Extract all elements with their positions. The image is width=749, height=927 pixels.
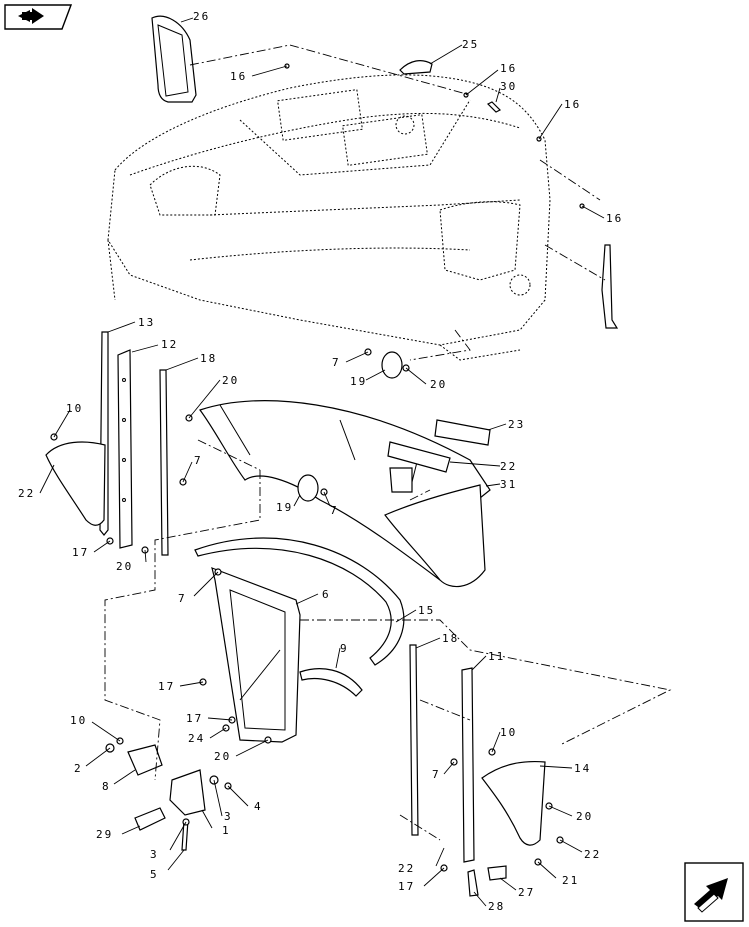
- callout-31: 31: [500, 478, 517, 491]
- side-panel-right: [481, 760, 546, 846]
- seal-strip-left: [159, 369, 169, 556]
- callout-11: 11: [488, 650, 505, 663]
- callout-7e: 7: [432, 768, 441, 781]
- callout-8: 8: [102, 780, 111, 793]
- support-frame: [211, 567, 301, 743]
- roof-lamp: [399, 60, 433, 75]
- callout-17d: 17: [398, 880, 415, 893]
- bracket-1: [169, 769, 206, 816]
- callout-18a: 18: [200, 352, 217, 365]
- clip-27: [487, 865, 507, 881]
- callout-16c: 16: [564, 98, 581, 111]
- callout-10b: 10: [500, 726, 517, 739]
- callout-22d: 22: [584, 848, 601, 861]
- side-gasket-strip: [601, 244, 619, 329]
- callout-20d: 20: [214, 750, 231, 763]
- callout-16a: 16: [230, 70, 247, 83]
- next-arrow-icon: [684, 862, 744, 922]
- callout-12: 12: [161, 338, 178, 351]
- callout-10a: 10: [66, 402, 83, 415]
- back-button[interactable]: [4, 4, 73, 30]
- callout-3a: 3: [224, 810, 233, 823]
- callout-6: 6: [322, 588, 331, 601]
- callout-labels: 26 25 16 16 30 16 16 13 12 18 7 19 20 20…: [18, 10, 623, 913]
- callout-5: 5: [150, 868, 159, 881]
- rubber-mount-mid: [297, 474, 319, 502]
- callout-15: 15: [418, 604, 435, 617]
- callout-27: 27: [518, 886, 535, 899]
- side-window-gasket: [151, 15, 197, 103]
- plate-9: [299, 668, 363, 697]
- callout-28: 28: [488, 900, 505, 913]
- callout-16d: 16: [606, 212, 623, 225]
- latch-8: [127, 744, 163, 776]
- callout-10c: 10: [70, 714, 87, 727]
- bracket-22: [387, 441, 451, 473]
- side-panel-left: [45, 441, 106, 526]
- callout-7d: 7: [178, 592, 187, 605]
- callout-25: 25: [462, 38, 479, 51]
- callout-24: 24: [188, 732, 205, 745]
- callout-14: 14: [574, 762, 591, 775]
- striker-29: [134, 807, 166, 831]
- callout-20b: 20: [222, 374, 239, 387]
- curved-seal: [194, 537, 405, 666]
- callout-17b: 17: [158, 680, 175, 693]
- callout-16b: 16: [500, 62, 517, 75]
- callout-1: 1: [222, 824, 231, 837]
- front-grille-shell: [199, 400, 491, 588]
- callout-22a: 22: [18, 487, 35, 500]
- callout-13: 13: [138, 316, 155, 329]
- callout-2: 2: [74, 762, 83, 775]
- callout-7a: 7: [332, 356, 341, 369]
- rubber-mount-top: [381, 351, 403, 379]
- bracket-23: [434, 419, 491, 446]
- callout-23: 23: [508, 418, 525, 431]
- callout-30: 30: [500, 80, 517, 93]
- next-button[interactable]: [684, 862, 744, 922]
- callout-21: 21: [562, 874, 579, 887]
- callout-22c: 22: [398, 862, 415, 875]
- screw-30: [486, 101, 502, 113]
- callout-4: 4: [254, 800, 263, 813]
- callout-26: 26: [193, 10, 210, 23]
- back-arrow-icon: [4, 4, 73, 30]
- callout-29: 29: [96, 828, 113, 841]
- callout-19b: 19: [276, 501, 293, 514]
- callout-3b: 3: [150, 848, 159, 861]
- callout-18b: 18: [442, 632, 459, 645]
- center-mount-bracket: [389, 467, 413, 493]
- callout-17a: 17: [72, 546, 89, 559]
- callout-20a: 20: [430, 378, 447, 391]
- hood-assembly: [107, 74, 551, 361]
- callout-20c: 20: [116, 560, 133, 573]
- callout-9: 9: [340, 642, 349, 655]
- callout-7c: 7: [330, 504, 339, 517]
- seal-strip-right: [409, 644, 419, 836]
- callout-22b: 22: [500, 460, 517, 473]
- mounting-strip-left: [117, 349, 133, 549]
- callout-7b: 7: [194, 454, 203, 467]
- callout-20e: 20: [576, 810, 593, 823]
- mounting-strip-right: [461, 667, 475, 863]
- callout-17c: 17: [186, 712, 203, 725]
- bracket-28: [467, 869, 479, 897]
- callout-19a: 19: [350, 375, 367, 388]
